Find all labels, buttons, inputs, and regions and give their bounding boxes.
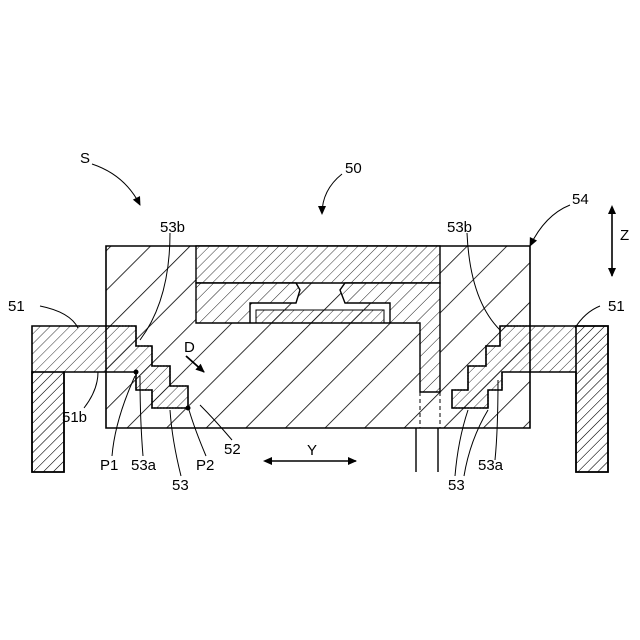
label-p2: P2: [196, 457, 214, 474]
label-53b-left: 53b: [160, 219, 185, 236]
label-52: 52: [224, 441, 241, 458]
label-51b: 51b: [62, 409, 87, 426]
label-50: 50: [345, 160, 362, 177]
label-51-right: 51: [608, 298, 625, 315]
label-53a-left: 53a: [131, 457, 157, 474]
label-d: D: [184, 339, 195, 356]
label-y: Y: [307, 442, 317, 459]
label-p1: P1: [100, 457, 118, 474]
label-53-left: 53: [172, 477, 189, 494]
label-53a-right: 53a: [478, 457, 504, 474]
label-51-left: 51: [8, 298, 25, 315]
label-53b-right: 53b: [447, 219, 472, 236]
point-p1: [134, 370, 139, 375]
label-z: Z: [620, 227, 629, 244]
label-53-right: 53: [448, 477, 465, 494]
label-54: 54: [572, 191, 589, 208]
top-plate: [196, 246, 440, 283]
label-s: S: [80, 150, 90, 167]
point-p2: [186, 406, 191, 411]
